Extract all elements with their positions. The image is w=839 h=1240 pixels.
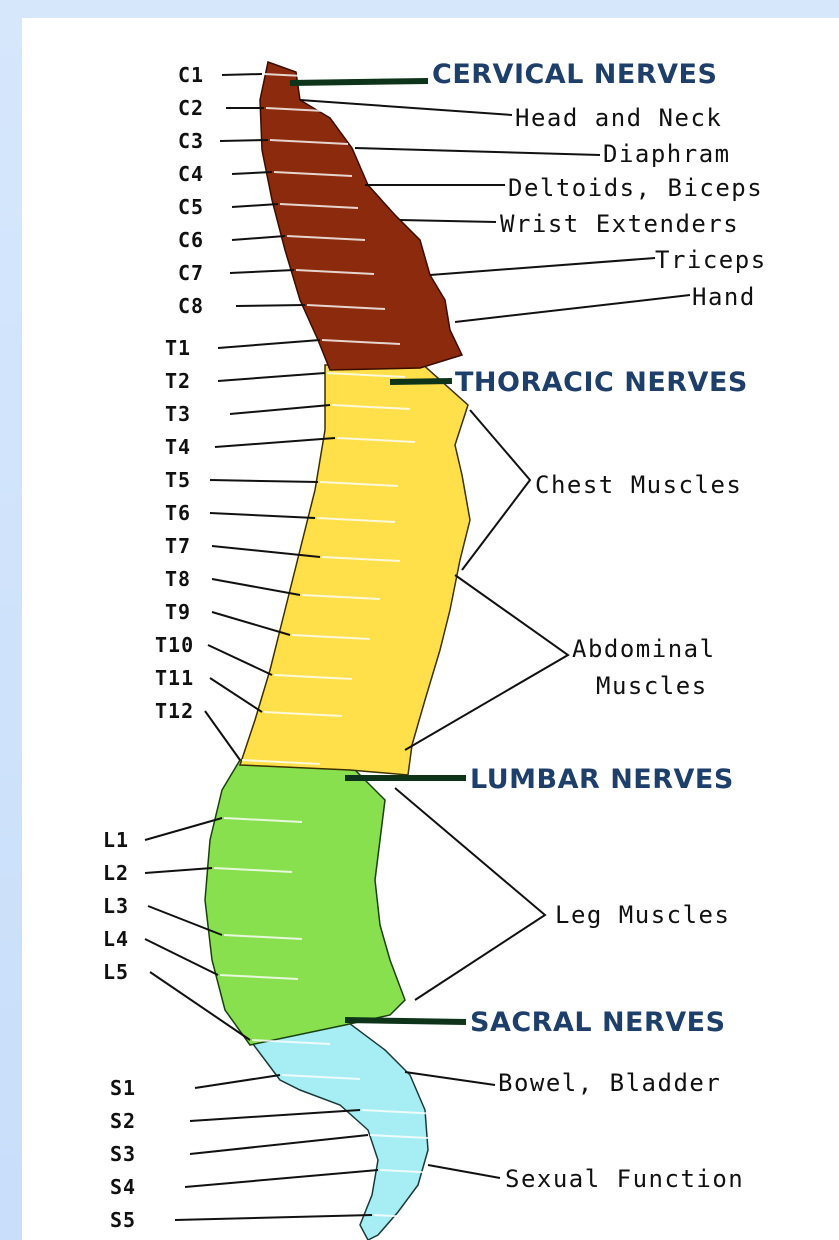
level-label-t11: T11	[155, 666, 194, 690]
sexual-leader	[428, 1165, 500, 1178]
sacral-header-leader	[345, 1020, 466, 1022]
level-label-t5: T5	[165, 468, 191, 492]
level-label-t9: T9	[165, 600, 191, 624]
level-label-c7: C7	[178, 261, 204, 285]
level-leader-t2	[218, 373, 325, 381]
fn-wrist: Wrist Extenders	[500, 210, 739, 238]
chest-leader	[462, 410, 530, 570]
level-label-c3: C3	[178, 129, 204, 153]
level-leader-s1	[195, 1075, 280, 1088]
level-leader-s2	[190, 1110, 360, 1121]
fn-chest: Chest Muscles	[535, 471, 742, 499]
level-leader-t8	[212, 579, 300, 595]
level-label-t7: T7	[165, 534, 191, 558]
level-label-t2: T2	[165, 369, 191, 393]
level-label-t12: T12	[155, 699, 194, 723]
lumbar-region	[205, 760, 405, 1045]
level-label-c4: C4	[178, 162, 204, 186]
level-label-l2: L2	[103, 861, 129, 885]
level-leader-t1	[218, 340, 320, 348]
level-leader-t3	[230, 405, 330, 414]
level-label-c5: C5	[178, 195, 204, 219]
level-label-l3: L3	[103, 894, 129, 918]
level-leader-l2	[145, 868, 212, 873]
fn-head-neck: Head and Neck	[515, 104, 722, 132]
level-label-s3: S3	[110, 1142, 136, 1166]
triceps-leader	[430, 258, 655, 275]
level-label-l4: L4	[103, 927, 129, 951]
level-leader-s3	[190, 1135, 368, 1154]
level-label-s1: S1	[110, 1076, 136, 1100]
fn-abdominal-2: Muscles	[596, 672, 708, 700]
bowel-leader	[405, 1072, 495, 1085]
level-leader-t6	[210, 513, 315, 518]
level-leader-c1	[222, 74, 262, 75]
fn-leg: Leg Muscles	[555, 901, 730, 929]
level-label-l1: L1	[103, 828, 129, 852]
level-leader-c8	[236, 305, 305, 306]
level-label-c2: C2	[178, 96, 204, 120]
sacral-header: SACRAL NERVES	[470, 1007, 726, 1038]
head-neck-leader	[300, 100, 512, 115]
level-leader-t9	[212, 612, 290, 635]
level-leader-t11	[210, 678, 262, 712]
fn-triceps: Triceps	[655, 246, 767, 274]
level-leader-c5	[232, 204, 278, 207]
level-label-c8: C8	[178, 294, 204, 318]
level-leader-t5	[210, 480, 318, 482]
level-label-c1: C1	[178, 63, 204, 87]
level-leader-c6	[232, 236, 285, 240]
level-label-t10: T10	[155, 633, 194, 657]
leg-leader	[395, 788, 545, 1000]
fn-abdominal-1: Abdominal	[572, 635, 716, 663]
level-leader-c7	[230, 270, 294, 273]
cervical-region	[260, 62, 462, 370]
cervical-header-leader	[290, 81, 428, 83]
level-leader-t4	[215, 438, 335, 447]
cervical-header: CERVICAL NERVES	[432, 59, 717, 90]
level-leader-t10	[208, 645, 272, 675]
level-leader-c3	[220, 140, 268, 141]
fn-sexual: Sexual Function	[505, 1165, 744, 1193]
level-label-t6: T6	[165, 501, 191, 525]
level-leader-s5	[175, 1215, 372, 1220]
hand-leader	[455, 295, 690, 322]
fn-hand: Hand	[692, 283, 756, 311]
diaphram-leader	[355, 148, 600, 155]
fn-bowel: Bowel, Bladder	[498, 1069, 721, 1097]
level-label-t4: T4	[165, 435, 191, 459]
level-label-t8: T8	[165, 567, 191, 591]
level-label-c6: C6	[178, 228, 204, 252]
level-leader-l4	[145, 939, 218, 975]
thoracic-header-leader	[390, 381, 452, 382]
level-leader-t12	[205, 711, 240, 760]
level-leader-s4	[185, 1170, 378, 1187]
level-label-s5: S5	[110, 1208, 136, 1232]
thoracic-header: THORACIC NERVES	[455, 367, 748, 398]
lumbar-header: LUMBAR NERVES	[470, 764, 734, 795]
sacral-region	[250, 1020, 428, 1240]
level-label-t3: T3	[165, 402, 191, 426]
fn-diaphram: Diaphram	[603, 140, 731, 168]
level-label-s2: S2	[110, 1109, 136, 1133]
level-label-s4: S4	[110, 1175, 136, 1199]
level-label-t1: T1	[165, 336, 191, 360]
wrist-leader	[400, 220, 496, 222]
fn-deltoids: Deltoids, Biceps	[508, 174, 763, 202]
level-label-l5: L5	[103, 960, 129, 984]
